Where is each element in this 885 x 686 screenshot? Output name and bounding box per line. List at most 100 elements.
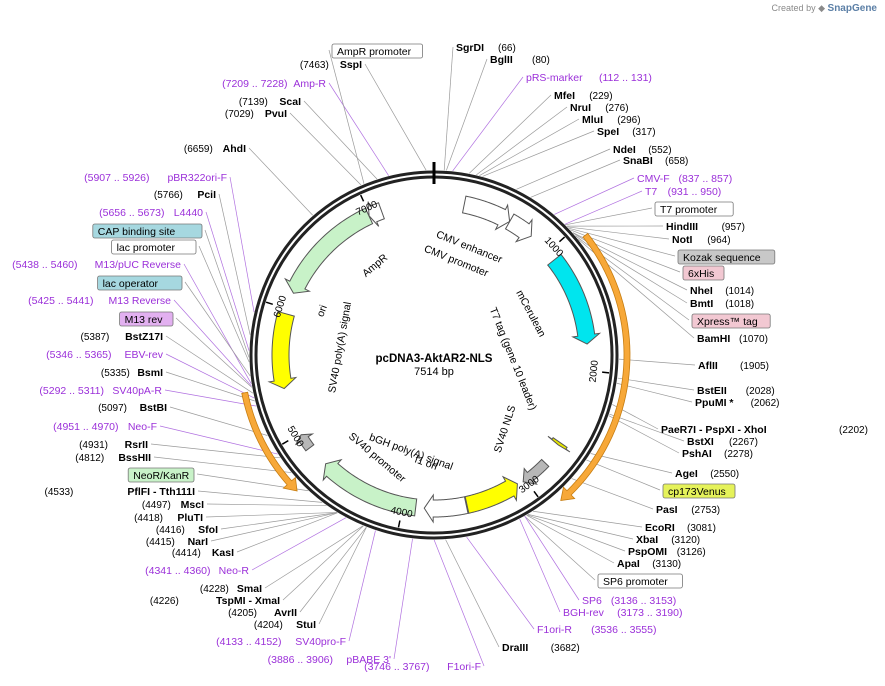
- top-label-0-feature-box: [331, 43, 423, 59]
- right-label-26-leader-line: [590, 453, 673, 474]
- feature-ampr: [284, 207, 374, 294]
- right-label-10-primer-name: T7: [645, 186, 657, 198]
- tick-mark-4000: [397, 520, 401, 528]
- right-label-36-leader-line: [466, 536, 535, 630]
- right-label-1-leader-line: [446, 58, 488, 171]
- left-label-23-leader-line: [197, 490, 323, 503]
- right-label-18-feature-name: Xpress™ tag: [697, 316, 758, 328]
- right-label-32-enzyme-name: ApaI: [617, 558, 640, 570]
- left-label-27-enzyme-name: NarI: [188, 536, 209, 548]
- left-label-33-leader-line: [318, 527, 367, 625]
- right-label-9-primer-name: CMV-F: [637, 173, 670, 185]
- right-label-5-leader-line: [479, 118, 580, 176]
- right-label-24-enzyme-name: BstXI: [687, 436, 714, 448]
- right-label-5-enzyme-position: (296): [617, 115, 640, 126]
- left-label-12-leader-line: [173, 299, 252, 387]
- tick-mark-7000: [359, 194, 365, 202]
- left-label-8-feature-box: [92, 223, 203, 239]
- right-label-6-leader-line: [482, 130, 595, 177]
- left-label-14-enzyme-position: (5387): [80, 332, 109, 343]
- right-label-6-enzyme-position: (317): [632, 127, 655, 138]
- left-label-25-leader-line: [205, 512, 337, 518]
- left-label-35-primer-range: (3886 .. 3906): [268, 654, 333, 666]
- left-label-27-leader-line: [210, 512, 338, 542]
- left-label-30-enzyme-position: (4228): [200, 584, 229, 595]
- left-label-15-leader-line: [165, 353, 255, 399]
- right-label-20-enzyme-name: AflII: [698, 360, 718, 372]
- feature-label-ori: ori: [315, 303, 330, 318]
- tick-label-2000: 2000: [588, 359, 601, 383]
- right-label-22-enzyme-position: (2062): [751, 398, 780, 409]
- left-label-36-primer-name: F1ori-F: [447, 661, 481, 673]
- left-label-19-primer-range: (4951 .. 4970): [53, 421, 118, 433]
- feature-label-sv40polya: SV40 poly(A) signal: [326, 301, 354, 394]
- right-label-0-leader-line: [443, 46, 454, 171]
- right-label-28-enzyme-position: (2753): [691, 505, 720, 516]
- left-label-27-enzyme-position: (4415): [146, 537, 175, 548]
- right-label-14-feature-box: [677, 249, 776, 265]
- left-label-35-primer-name: pBABE 3': [346, 654, 391, 666]
- right-label-4-enzyme-position: (276): [605, 103, 628, 114]
- left-label-16-enzyme-name: BsmI: [137, 367, 163, 379]
- left-label-34-primer-name: SV40pro-F: [295, 636, 346, 648]
- left-label-4-enzyme-position: (6659): [184, 144, 213, 155]
- right-label-21-leader-line: [617, 377, 695, 391]
- right-label-11-leader-line: [565, 207, 653, 226]
- left-label-3-leader-line: [289, 112, 362, 186]
- left-label-18-enzyme-position: (5097): [98, 403, 127, 414]
- left-label-8-feature-name: CAP binding site: [98, 226, 176, 238]
- right-label-2-primer-range: (112 .. 131): [599, 72, 652, 84]
- tick-mark-5000: [281, 439, 289, 445]
- left-label-34-primer-range: (4133 .. 4152): [216, 636, 281, 648]
- tick-mark-2000: [602, 371, 610, 374]
- right-label-12-enzyme-name: HindIII: [666, 221, 698, 233]
- left-label-24-enzyme-position: (4497): [142, 500, 171, 511]
- left-label-19-primer-name: Neo-F: [128, 421, 157, 433]
- right-label-26-enzyme-position: (2550): [710, 469, 739, 480]
- right-label-10-primer-range: (931 .. 950): [668, 186, 722, 198]
- left-label-18-leader-line: [169, 406, 268, 436]
- left-label-23-enzyme-name: PflFI - Tth111I: [127, 486, 195, 498]
- left-label-17-primer-name: SV40pA-R: [112, 385, 162, 397]
- right-label-25-enzyme-position: (2278): [724, 449, 753, 460]
- right-label-11-feature-name: T7 promoter: [660, 204, 718, 216]
- right-label-36-primer-range: (3536 .. 3555): [591, 624, 656, 636]
- left-label-9-feature-box: [111, 239, 197, 255]
- left-label-13-feature-box: [119, 311, 174, 327]
- tick-mark-3000: [533, 490, 539, 498]
- left-label-15-primer-name: EBV-rev: [124, 349, 163, 361]
- feature-cmv-promoter: [504, 213, 533, 243]
- left-label-32-enzyme-name: AvrII: [274, 607, 297, 619]
- left-label-20-leader-line: [150, 443, 281, 459]
- feature-ori: [267, 310, 298, 390]
- right-label-20-enzyme-position: (1905): [740, 361, 769, 372]
- cds-arc-aktar2: [560, 232, 631, 502]
- tick-mark-6000: [265, 301, 274, 305]
- left-label-18-enzyme-name: BstBI: [140, 402, 168, 414]
- right-label-8-enzyme-name: SnaBI: [623, 155, 653, 167]
- left-label-6-leader-line: [218, 193, 251, 335]
- left-label-26-enzyme-name: SfoI: [198, 524, 218, 536]
- left-label-21-enzyme-name: BssHII: [118, 452, 151, 464]
- left-label-34-leader-line: [348, 530, 376, 642]
- snapgene-watermark: Created by ◆ SnapGene: [772, 3, 877, 14]
- right-label-1-enzyme-position: (80): [532, 55, 550, 66]
- right-label-30-leader-line: [527, 514, 634, 540]
- left-label-10-primer-name: M13/pUC Reverse: [95, 259, 182, 271]
- left-label-33-enzyme-position: (4204): [254, 620, 283, 631]
- feature-f1-ori: [464, 475, 518, 514]
- right-label-29-enzyme-position: (3081): [687, 523, 716, 534]
- right-label-8-leader-line: [530, 159, 621, 198]
- left-label-20-enzyme-name: RsrII: [125, 439, 148, 451]
- right-label-31-enzyme-name: PspOMI: [628, 546, 667, 558]
- right-label-36-primer-name: F1ori-R: [537, 624, 572, 636]
- top-label-0-feature-name: AmpR promoter: [337, 46, 412, 58]
- right-label-33-feature-name: SP6 promoter: [603, 576, 668, 588]
- left-label-11-feature-name: lac operator: [103, 278, 159, 290]
- left-label-28-enzyme-position: (4414): [172, 548, 201, 559]
- left-label-8-leader-line: [204, 229, 250, 358]
- right-label-26-enzyme-name: AgeI: [675, 468, 698, 480]
- right-label-7-enzyme-name: NdeI: [613, 144, 636, 156]
- left-label-4-leader-line: [248, 147, 313, 216]
